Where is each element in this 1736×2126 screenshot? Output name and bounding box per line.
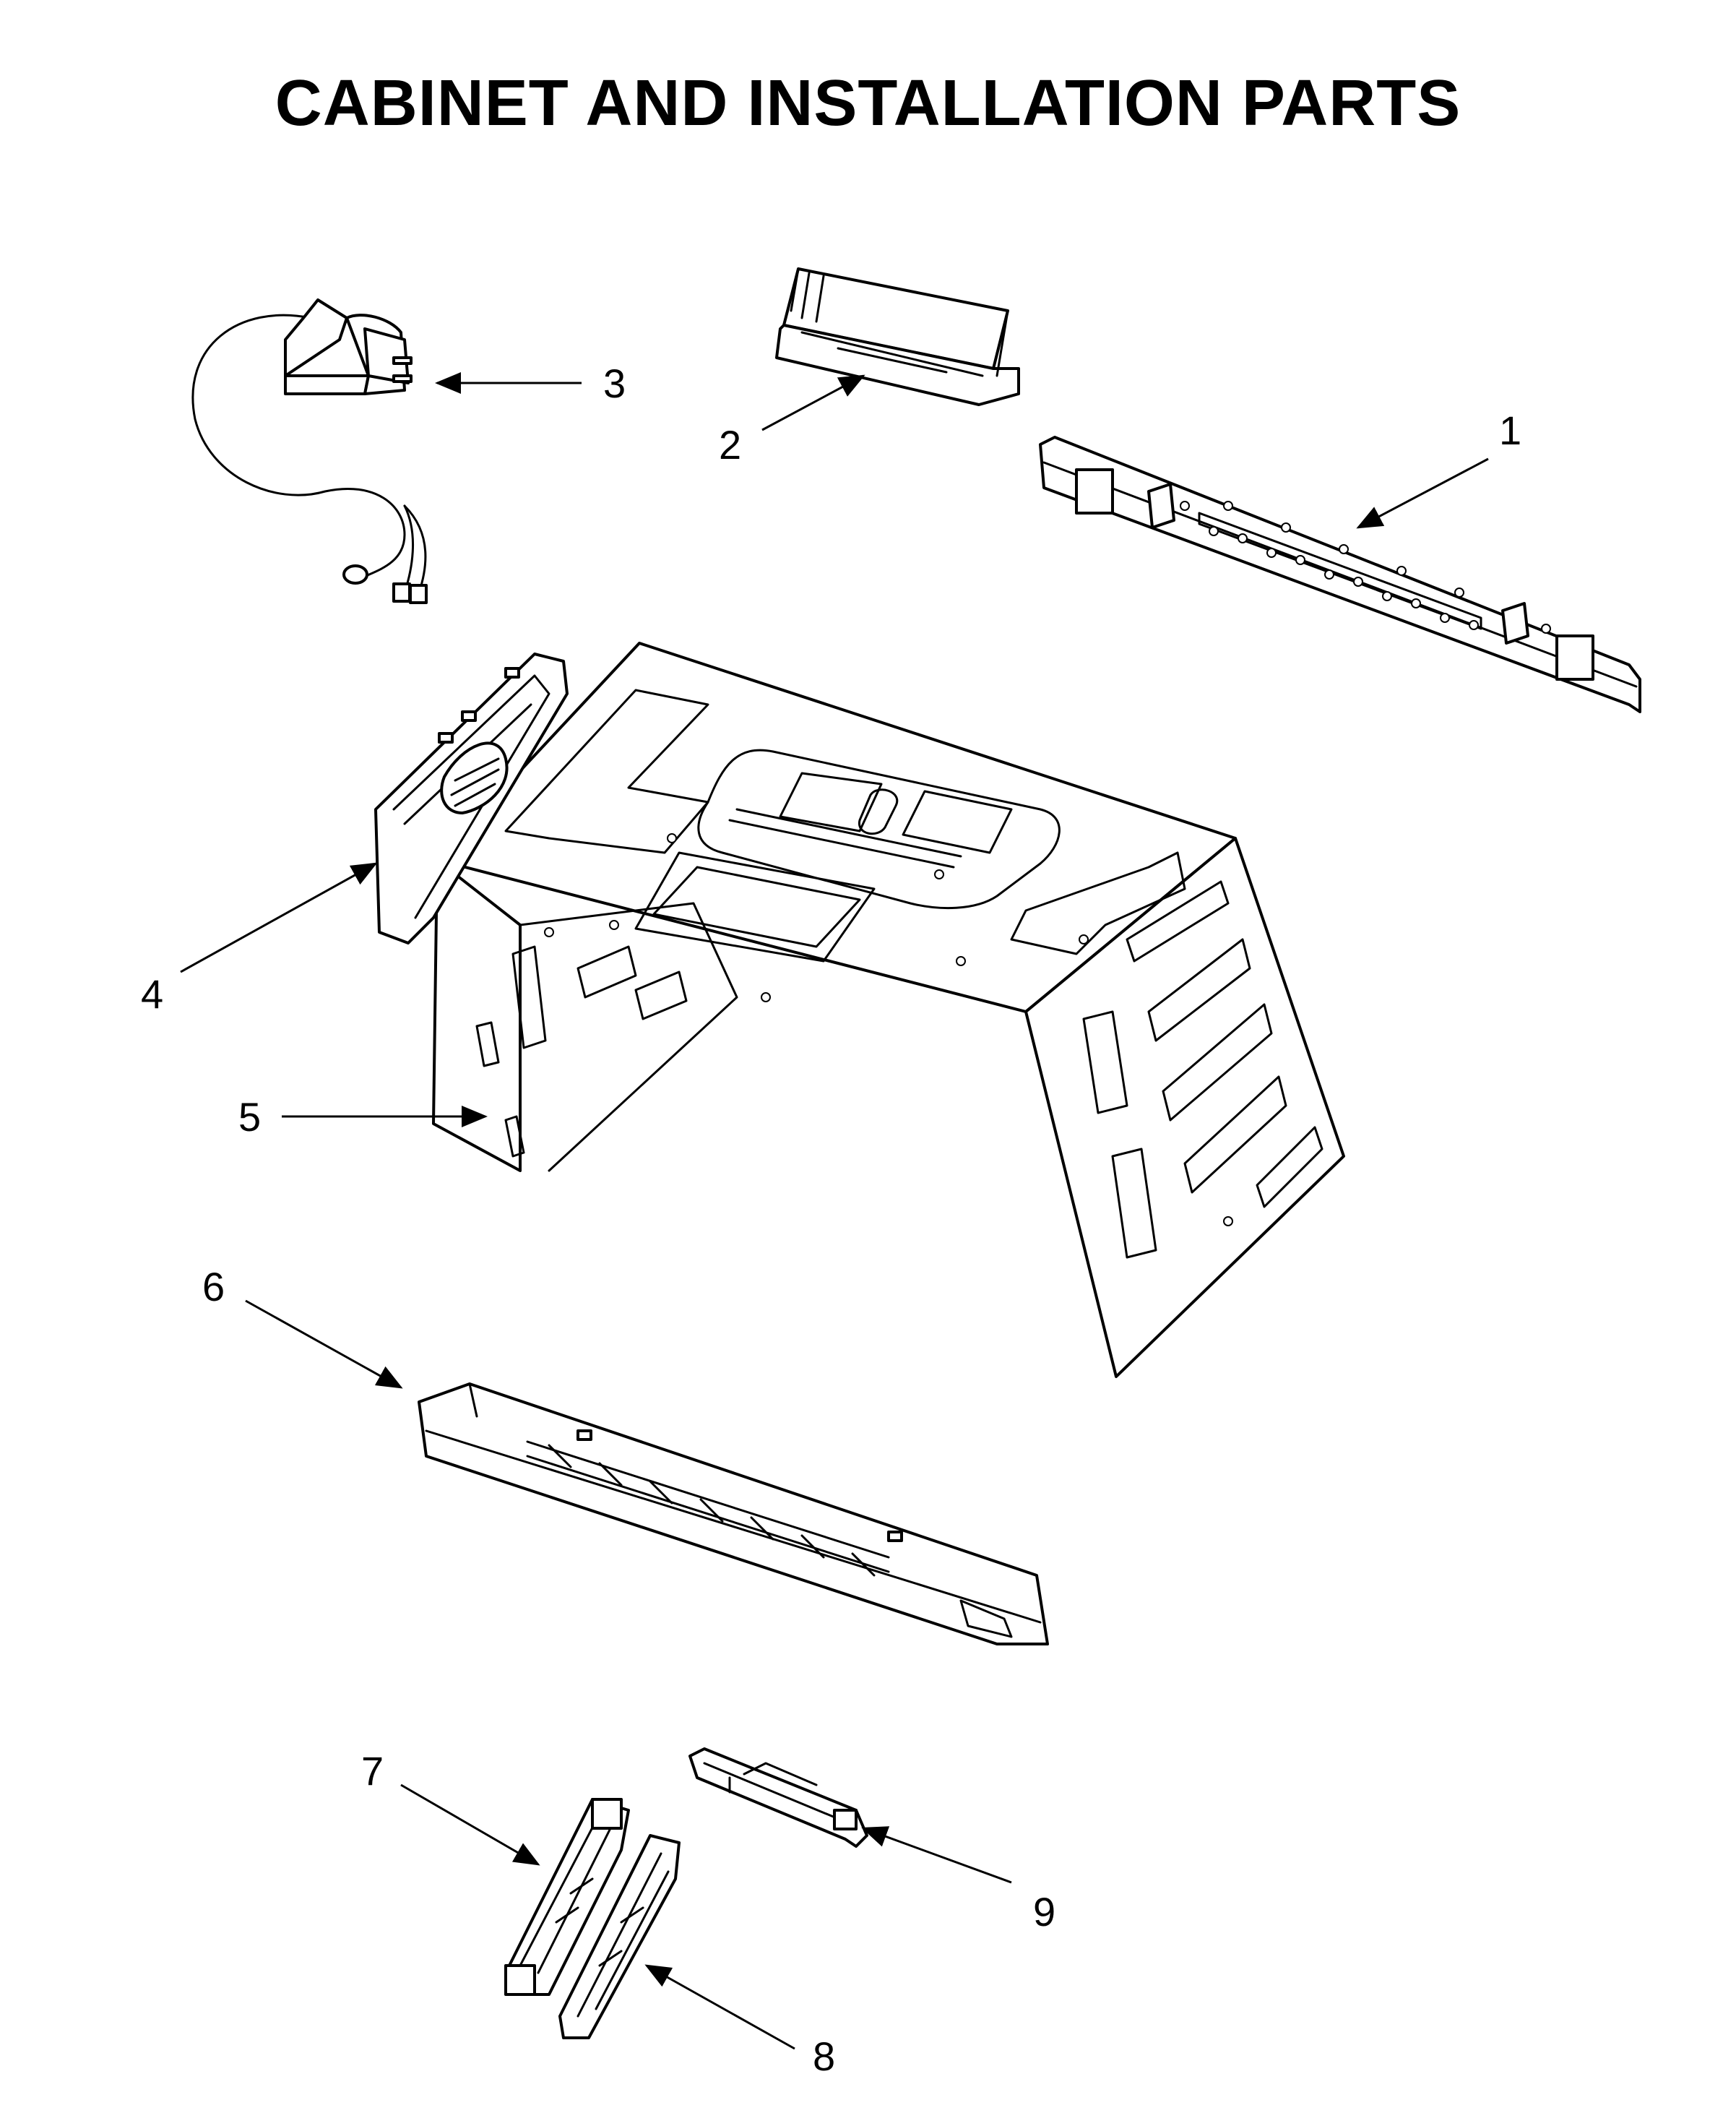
callout-8: 8 — [813, 2034, 835, 2079]
callout-3: 3 — [603, 361, 626, 406]
part-6-bottom-rail — [418, 1382, 1049, 1645]
leader-7 — [400, 1783, 540, 1866]
callout-6: 6 — [202, 1264, 225, 1309]
leader-1 — [1356, 457, 1489, 529]
part-4-vent-panel — [374, 653, 569, 944]
part-2-vent-bracket — [775, 267, 1020, 406]
leader-2 — [761, 374, 865, 431]
callout-leaders — [180, 372, 1489, 2050]
callout-numbers: 1 2 3 4 5 6 7 8 9 — [141, 361, 1521, 2079]
part-7-latch — [504, 1798, 630, 1996]
diagram-title: CABINET AND INSTALLATION PARTS — [275, 67, 1461, 139]
callout-5: 5 — [238, 1094, 261, 1140]
part-9-side-bracket — [688, 1747, 868, 1848]
callout-4: 4 — [141, 971, 163, 1017]
leader-8 — [644, 1964, 795, 2050]
callout-2: 2 — [719, 422, 741, 468]
callout-1: 1 — [1499, 408, 1521, 453]
leader-4 — [180, 862, 378, 973]
part-1-mounting-rail — [1039, 436, 1641, 713]
callout-7: 7 — [361, 1748, 384, 1794]
part-3-power-cord — [191, 298, 428, 604]
leader-6 — [245, 1299, 403, 1389]
callout-9: 9 — [1033, 1889, 1055, 1935]
leader-9 — [861, 1826, 1012, 1884]
part-8-latch — [558, 1834, 681, 2039]
rail-holes — [1180, 501, 1551, 634]
part-5-cabinet-wrapper — [432, 642, 1345, 1378]
